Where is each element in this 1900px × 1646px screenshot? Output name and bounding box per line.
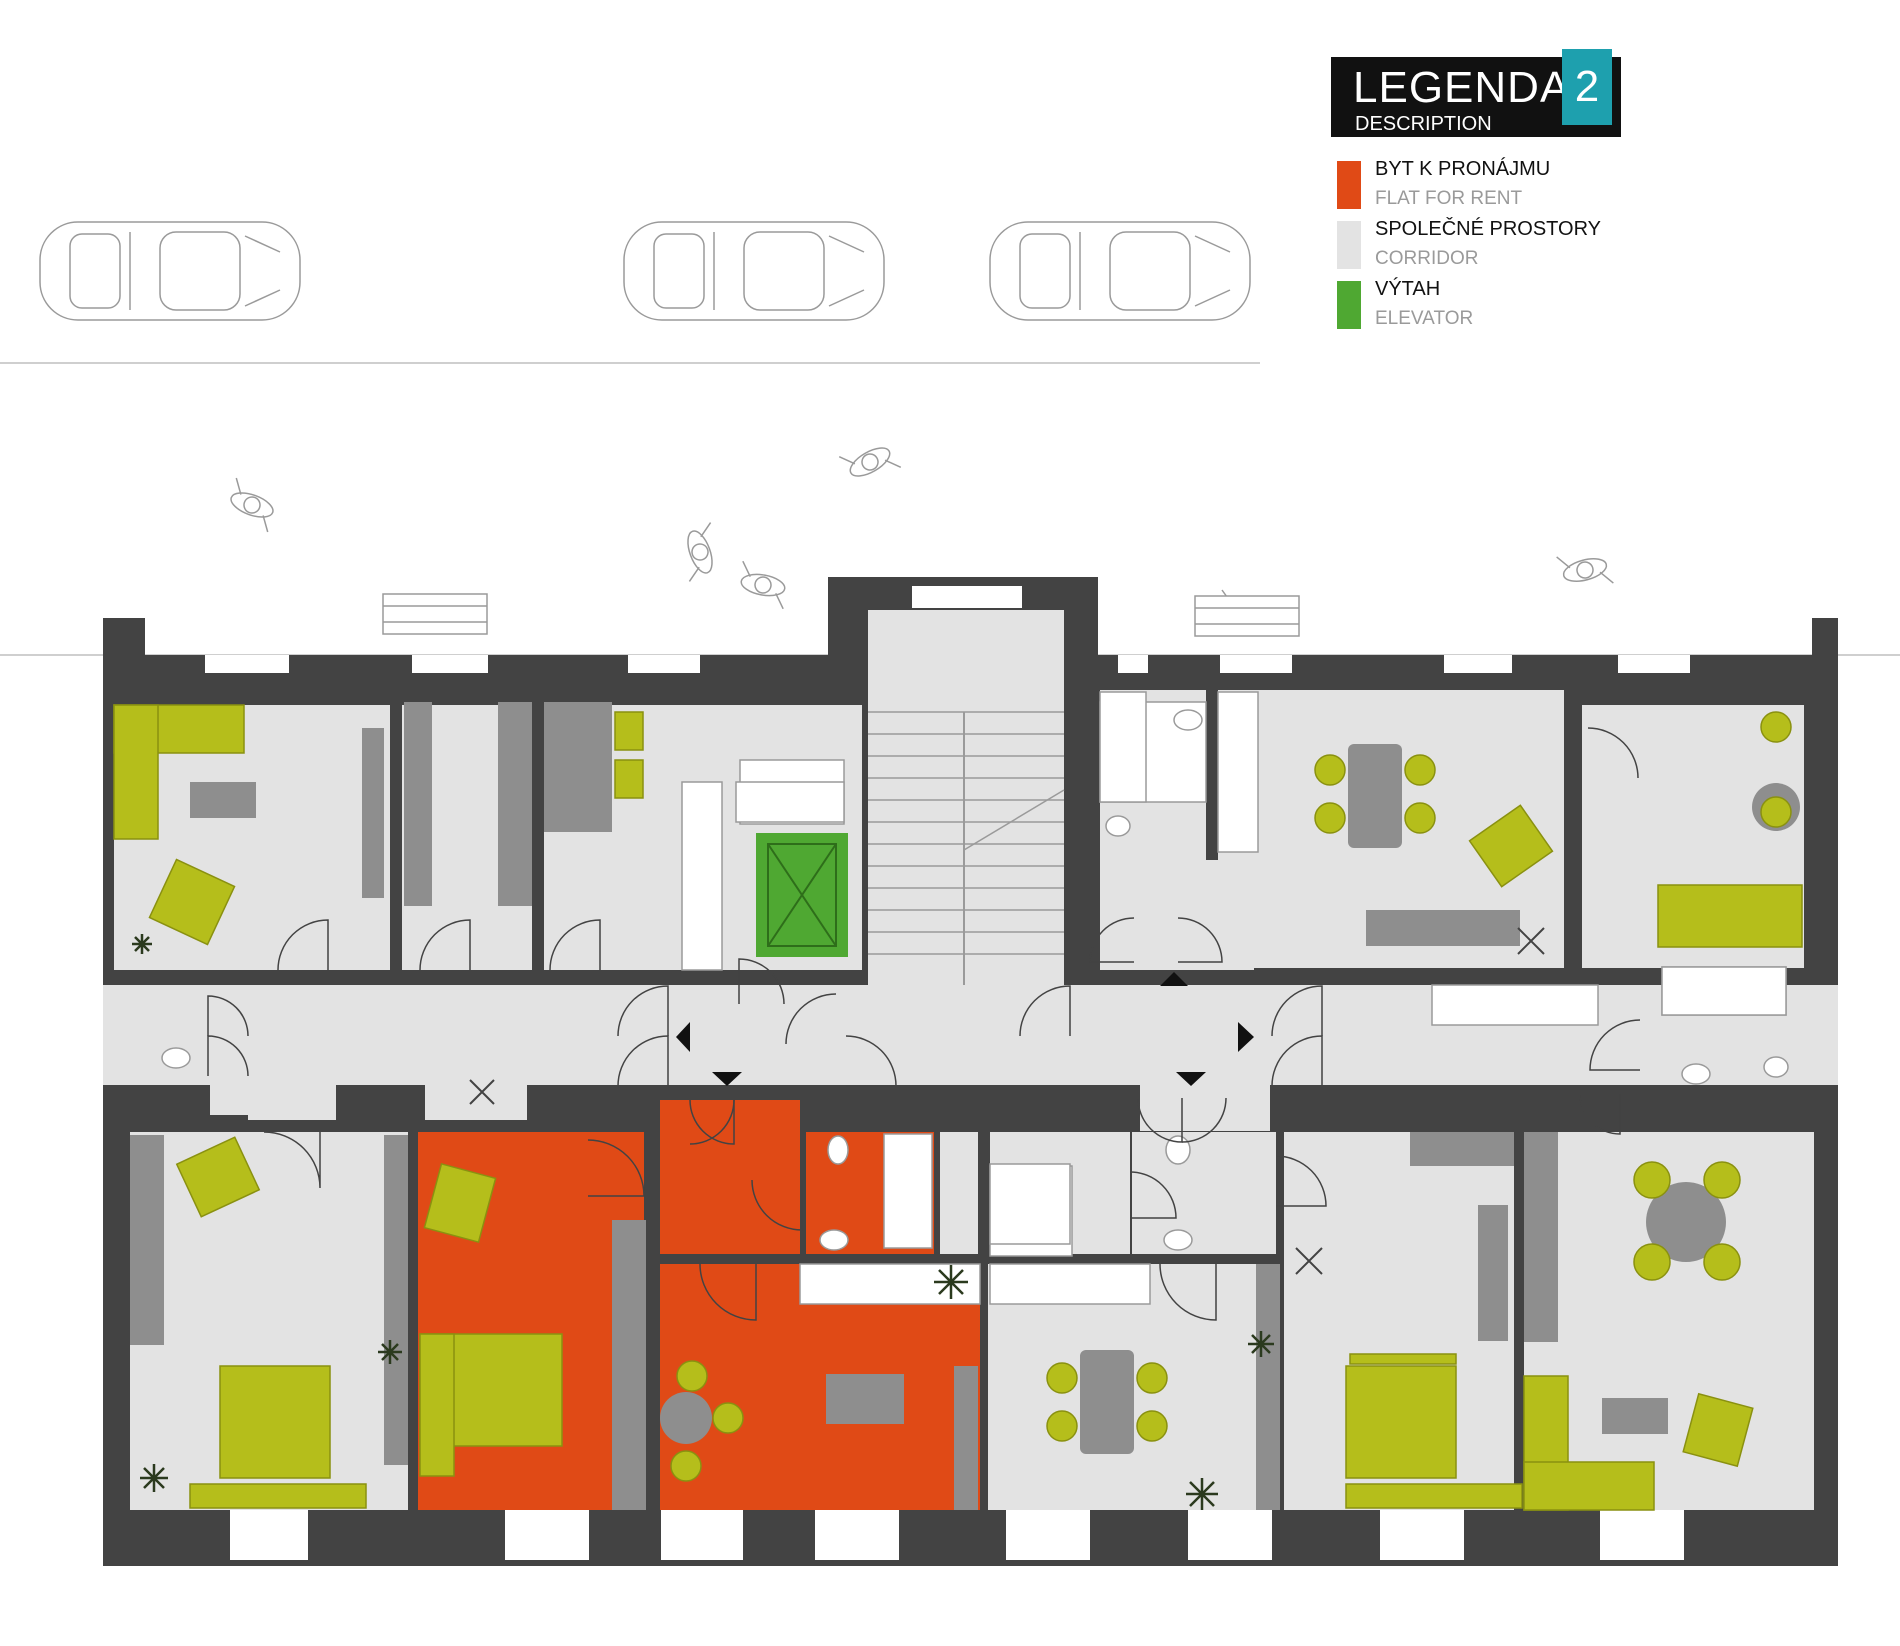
car-icon (623, 221, 885, 321)
cabinets (130, 702, 1558, 1510)
cross-marker (469, 927, 1545, 1275)
car-icon (39, 221, 301, 321)
legend-item-label: VÝTAH (1375, 278, 1441, 300)
legend-item-flat-for-rent: BYT K PRONÁJMU FLAT FOR RENT (1337, 158, 1637, 210)
legend-item-label-en: FLAT FOR RENT (1375, 188, 1523, 209)
car-icon (989, 221, 1251, 321)
pedestrian-icon (687, 522, 713, 582)
legend: LEGENDA DESCRIPTION 2 BYT K PRONÁJMU FLA… (1331, 49, 1751, 355)
direction-arrows (676, 972, 1254, 1086)
chairs (670, 711, 1792, 1482)
pedestrian-icon (1556, 556, 1614, 584)
legend-item-elevator: VÝTAH ELEVATOR (1337, 278, 1637, 330)
windows (205, 586, 1690, 1560)
legend-swatch (1337, 161, 1361, 209)
legend-item-corridor: SPOLEČNÉ PROSTORY CORRIDOR (1337, 218, 1637, 270)
legend-item-label: SPOLEČNÉ PROSTORY (1375, 218, 1601, 240)
legend-swatch (1337, 281, 1361, 329)
bathroom-fixtures (161, 691, 1789, 1251)
elevator (756, 833, 848, 957)
legend-item-label: BYT K PRONÁJMU (1375, 158, 1551, 180)
bench-icon (1194, 595, 1300, 637)
legend-swatch (1337, 221, 1361, 269)
legend-badge: 2 (1562, 49, 1612, 125)
furniture (113, 704, 1803, 1511)
legend-item-label-en: ELEVATOR (1375, 308, 1474, 329)
legend-title: LEGENDA (1353, 63, 1571, 112)
door-swings (207, 727, 1641, 1321)
pedestrian-icon (230, 477, 274, 533)
legend-item-label-en: CORRIDOR (1375, 248, 1479, 269)
pedestrian-icon (740, 560, 786, 610)
legend-subtitle: DESCRIPTION (1355, 113, 1492, 135)
tables (190, 744, 1800, 1454)
pedestrian-icon (838, 447, 902, 477)
plant-icon (132, 934, 1274, 1510)
legend-header: LEGENDA DESCRIPTION 2 (1331, 49, 1621, 137)
bench-icon (382, 593, 488, 635)
staircase (868, 711, 1065, 985)
